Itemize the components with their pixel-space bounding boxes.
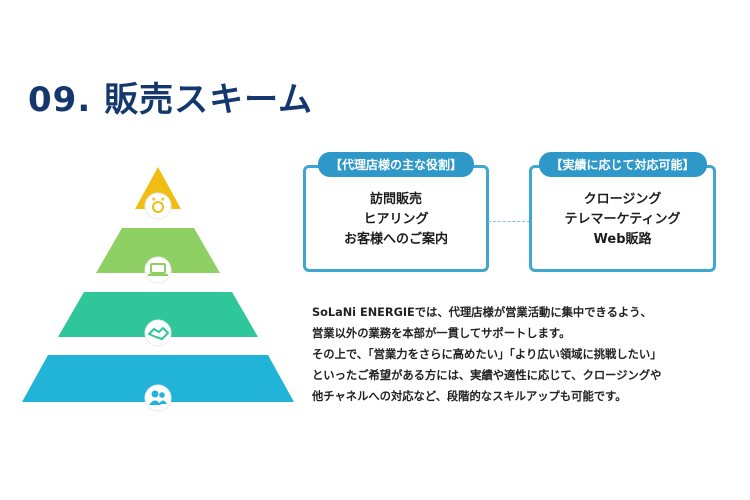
svg-text:★: ★ [160, 196, 165, 203]
pyramid-tier-3 [58, 292, 258, 337]
box-connector-line [488, 221, 530, 222]
pyramid-tier-1 [135, 167, 181, 209]
performance-list: クロージング テレマーケティング Web販路 [532, 190, 713, 250]
handshake-icon [144, 319, 172, 347]
agent-role-box: 【代理店様の主な役割】 訪問販売 ヒアリング お客様へのご案内 [303, 152, 489, 272]
award-stars-icon: ★ ★ [144, 192, 172, 220]
agent-role-item: 訪問販売 [369, 192, 422, 207]
pyramid-tier-2 [96, 228, 220, 273]
agent-role-tag: 【代理店様の主な役割】 [317, 152, 475, 177]
performance-tag: 【実績に応じて対応可能】 [538, 152, 707, 177]
agent-role-item: お客様へのご案内 [343, 232, 448, 247]
performance-box: 【実績に応じて対応可能】 クロージング テレマーケティング Web販路 [529, 152, 716, 272]
users-icon [144, 384, 172, 412]
performance-item: Web販路 [593, 232, 652, 247]
performance-item: テレマーケティング [564, 212, 681, 227]
description-text: SoLaNi ENERGIEでは、代理店様が営業活動に集中できるよう、 営業以外… [312, 302, 722, 407]
agent-role-list: 訪問販売 ヒアリング お客様へのご案内 [306, 190, 486, 250]
svg-text:★: ★ [151, 196, 156, 203]
page-title: 09. 販売スキーム [28, 80, 314, 120]
description-line: 他チャネルへの対応など、段階的なスキルアップも可能です。 [312, 390, 627, 403]
laptop-icon [144, 256, 172, 284]
description-line: SoLaNi ENERGIEでは、代理店様が営業活動に集中できるよう、 [312, 306, 652, 319]
performance-item: クロージング [583, 192, 662, 207]
pyramid-tier-4 [22, 355, 294, 402]
description-line: といったご希望がある方には、実績や適性に応じて、クロージングや [312, 369, 662, 382]
description-line: 営業以外の業務を本部が一貫してサポートします。 [312, 327, 571, 340]
agent-role-item: ヒアリング [363, 212, 429, 227]
description-line: その上で、「営業力をさらに高めたい」「より広い領域に挑戦したい」 [312, 348, 662, 361]
